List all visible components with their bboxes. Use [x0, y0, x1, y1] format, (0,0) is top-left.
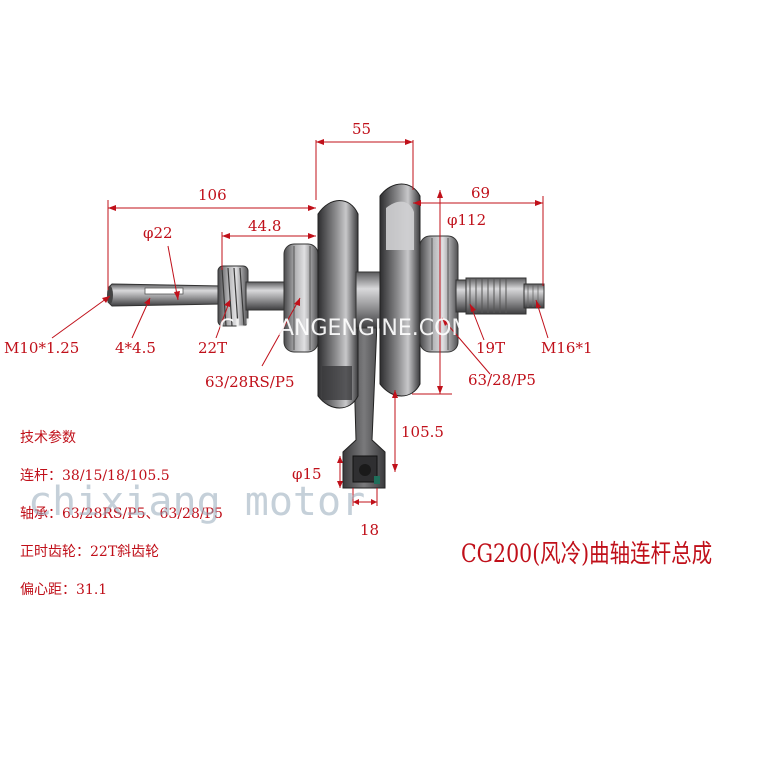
watermark-brand: chixiang motor — [28, 479, 366, 525]
callout-m10-thread: M10*1.25 — [4, 339, 80, 357]
left-journal — [245, 281, 287, 311]
left-shaft — [107, 283, 223, 307]
dim-105-5-label: 105.5 — [401, 423, 444, 441]
spec-bearings: 轴承：63/28RS/P5、63/28/P5 — [20, 506, 223, 522]
dim-69-label: 69 — [471, 184, 491, 202]
callout-spline-19t: 19T — [476, 339, 506, 357]
specs-heading: 技术参数 — [20, 430, 76, 446]
spec-connecting-rod: 连杆：38/15/18/105.5 — [20, 468, 170, 484]
crank-pin — [355, 271, 383, 329]
callout-bearing-right: 63/28/P5 — [468, 371, 536, 389]
left-bearing — [283, 243, 319, 353]
dim-44-8-label: 44.8 — [248, 217, 282, 235]
watermark-url: CHIXIANGENGINE.COM — [219, 316, 471, 341]
dim-phi112-label: φ112 — [447, 211, 487, 229]
callout-m16-thread: M16*1 — [541, 339, 593, 357]
callout-gear-22t: 22T — [198, 339, 228, 357]
left-crank-web — [317, 200, 359, 409]
callout-key-size: 4*4.5 — [115, 339, 156, 357]
dim-phi22-label: φ22 — [143, 224, 173, 242]
right-shaft — [455, 277, 545, 315]
product-title: CG200(风冷)曲轴连杆总成 — [461, 539, 713, 568]
dimension-lines — [51, 139, 549, 506]
spec-timing-gear: 正时齿轮：22T斜齿轮 — [20, 544, 160, 560]
dim-106-label: 106 — [198, 186, 227, 204]
right-crank-web — [379, 183, 421, 397]
callout-bearing-left: 63/28RS/P5 — [205, 373, 295, 391]
dim-55-label: 55 — [352, 120, 372, 138]
dim-phi15-label: φ15 — [292, 465, 322, 483]
dim-18-label: 18 — [360, 521, 380, 539]
spec-eccentricity: 偏心距：31.1 — [20, 582, 108, 598]
